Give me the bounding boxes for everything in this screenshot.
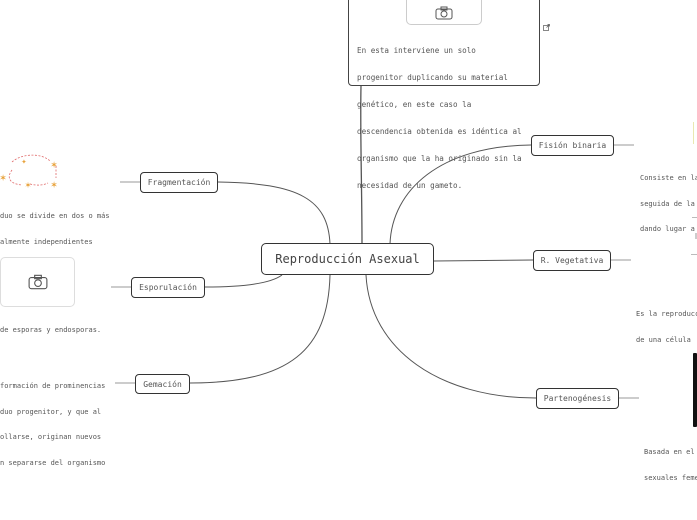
note-line: sexuales feme: [644, 473, 697, 482]
edge-partenogenesis: [365, 274, 537, 399]
fision-image: [693, 122, 697, 144]
branch-partenogenesis[interactable]: Partenogénesis: [536, 388, 619, 409]
starfish-icon: ✶: [51, 158, 58, 171]
note-fision: Consiste en la seguida de la dando lugar…: [640, 157, 697, 242]
top-card-text: En esta interviene un solo progenitor du…: [357, 28, 522, 208]
note-line: ollarse, originan nuevos: [0, 433, 102, 441]
note-line: duo progenitor, y que al: [0, 407, 102, 416]
note-vegetativa: Es la reproducc de una célula: [636, 293, 697, 353]
branch-r-vegetativa[interactable]: R. Vegetativa: [533, 250, 611, 271]
top-card-line: necesidad de un gameto.: [357, 181, 463, 190]
branch-label: Gemación: [143, 379, 182, 389]
edge-fision: [389, 144, 532, 245]
partenogenesis-image: [693, 353, 697, 427]
esporulacion-image: [0, 257, 75, 307]
central-topic-label: Reproducción Asexual: [275, 252, 420, 266]
top-card-line: progenitor duplicando su material: [357, 73, 508, 82]
branch-label: Esporulación: [139, 283, 197, 292]
edge-vegetativa: [433, 259, 534, 262]
edge-top-card: [360, 85, 363, 245]
camera-icon: [435, 6, 453, 20]
note-line: Consiste en la: [640, 174, 697, 182]
top-card-line: En esta interviene un solo: [357, 46, 476, 55]
branch-fision-binaria[interactable]: Fisión binaria: [531, 135, 614, 156]
note-gemacion: formación de prominencias duo progenitor…: [0, 365, 105, 476]
branch-label: Fragmentación: [147, 178, 211, 187]
starfish-icon: ✶: [51, 178, 58, 191]
edge-fragmentacion: [217, 181, 331, 245]
edge-esporulacion: [204, 274, 283, 288]
branch-gemacion[interactable]: Gemación: [135, 374, 190, 394]
branch-label: R. Vegetativa: [540, 256, 604, 265]
top-card-line: organismo que la ha originado sin la: [357, 154, 522, 163]
top-card-line: descendencia obtenida es idéntica al: [357, 127, 522, 136]
vegetativa-image-mark: [695, 233, 697, 239]
note-line: seguida de la: [640, 199, 695, 208]
starfish-icon: ✶: [25, 180, 31, 191]
top-card-line: genético, en este caso la: [357, 100, 472, 109]
vegetativa-image-mark: [692, 217, 697, 218]
note-line: almente independientes: [0, 237, 93, 246]
note-line: dando lugar a: [640, 225, 695, 233]
edge-gemacion: [189, 274, 331, 384]
arrow-icon: [8, 169, 23, 186]
note-line: n separarse del organismo: [0, 458, 106, 467]
note-line: formación de prominencias: [0, 382, 106, 390]
note-esporulacion: de esporas y endosporas.: [0, 309, 101, 343]
note-line: de esporas y endosporas.: [0, 326, 102, 334]
top-card-image: [406, 0, 482, 25]
starfish-icon: ✦: [21, 157, 27, 167]
note-fragmentacion: duo se divide en dos o más almente indep…: [0, 195, 110, 255]
branch-label: Fisión binaria: [538, 141, 607, 150]
vegetativa-image-mark: [691, 254, 697, 255]
camera-icon: [28, 274, 47, 290]
note-line: Basada en el: [644, 448, 695, 456]
starfish-icon: ✶: [0, 171, 7, 184]
external-link-icon[interactable]: [543, 24, 550, 31]
fragmentation-illustration: ✶ ✦ ✶ ✶ ✶: [0, 154, 58, 191]
note-line: duo se divide en dos o más: [0, 212, 110, 220]
note-partenogenesis: Basada en el sexuales feme: [644, 431, 697, 491]
note-line: Es la reproducc: [636, 310, 697, 318]
branch-label: Partenogénesis: [543, 394, 612, 403]
arrow-icon: [11, 154, 51, 163]
branch-fragmentacion[interactable]: Fragmentación: [140, 172, 218, 193]
top-card[interactable]: En esta interviene un solo progenitor du…: [348, 0, 540, 190]
central-topic[interactable]: Reproducción Asexual: [261, 243, 434, 275]
note-line: de una célula: [636, 335, 691, 344]
branch-esporulacion[interactable]: Esporulación: [131, 277, 205, 298]
arrow-icon: [29, 182, 49, 186]
